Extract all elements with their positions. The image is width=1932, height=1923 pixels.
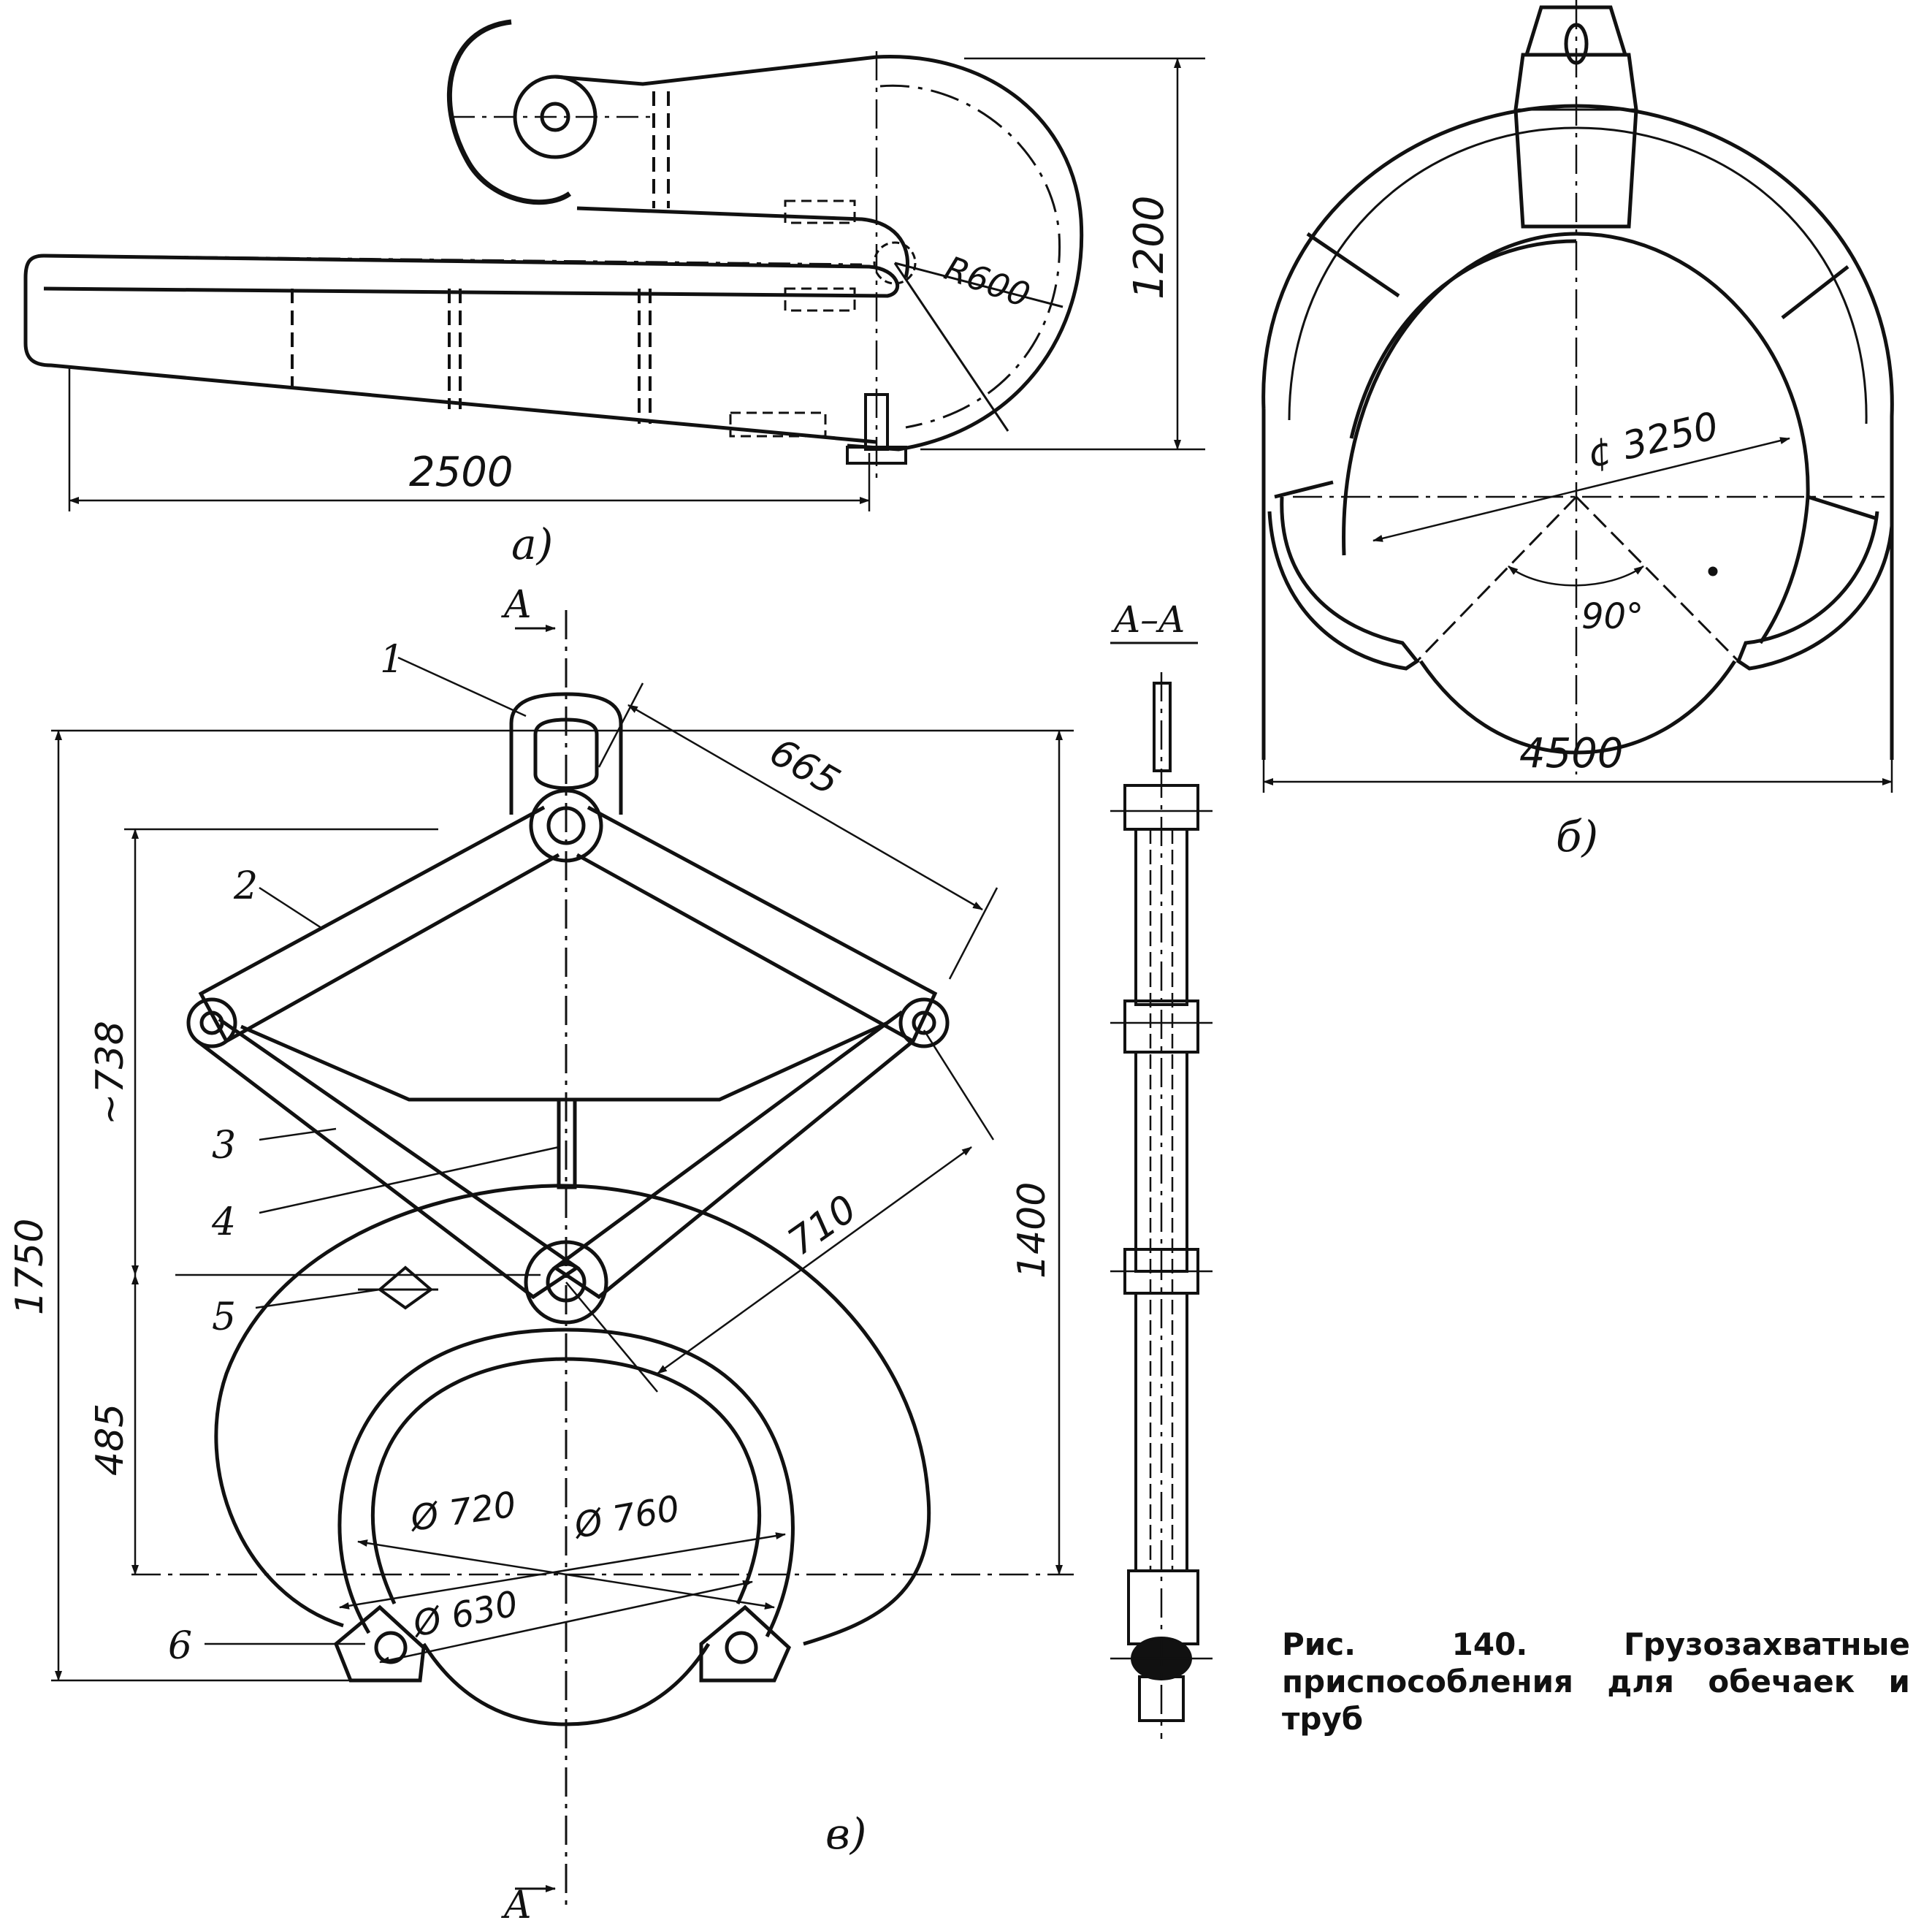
dim-720: Ø 720 <box>407 1484 519 1539</box>
dim-90-deg: 90° <box>1581 596 1643 637</box>
dim-738: ~738 <box>88 1021 132 1125</box>
dim-760: Ø 760 <box>570 1488 682 1547</box>
view-c-label: в) <box>825 1809 866 1859</box>
dim-665: 665 <box>763 730 847 804</box>
dim-r600: R600 <box>939 248 1035 316</box>
view-a-lifting-beam <box>23 19 1205 511</box>
callout-2: 2 <box>233 864 258 908</box>
caption-text: Грузозахватные приспособления для обечае… <box>1282 1626 1910 1737</box>
section-a-a <box>1110 641 1213 1739</box>
dim-3250: ¢ 3250 <box>1583 404 1722 476</box>
dim-1750: 1750 <box>8 1219 52 1315</box>
callout-6: 6 <box>168 1624 192 1668</box>
callout-1: 1 <box>380 638 404 682</box>
section-a-a-label: A–A <box>1111 598 1185 641</box>
view-c-pipe-gripper <box>51 610 1074 1907</box>
dim-1200: 1200 <box>1126 195 1173 300</box>
dim-1400: 1400 <box>1010 1182 1054 1279</box>
callout-3: 3 <box>212 1124 236 1168</box>
view-a-label: а) <box>511 519 553 569</box>
dim-485: 485 <box>88 1404 132 1476</box>
section-mark-a-top: A <box>501 583 532 627</box>
dim-2500: 2500 <box>409 449 513 496</box>
callout-4: 4 <box>211 1200 236 1244</box>
dim-4500: 4500 <box>1519 730 1624 777</box>
figure-caption: Рис. 140. Грузозахватные приспособления … <box>1282 1626 1910 1738</box>
section-mark-a-bottom: A <box>501 1884 532 1923</box>
caption-prefix: Рис. 140. <box>1282 1626 1528 1662</box>
callout-5: 5 <box>212 1295 236 1339</box>
dim-710: 710 <box>780 1187 865 1265</box>
view-b-ring-gripper <box>1261 0 1894 793</box>
view-b-label: б) <box>1556 812 1598 861</box>
